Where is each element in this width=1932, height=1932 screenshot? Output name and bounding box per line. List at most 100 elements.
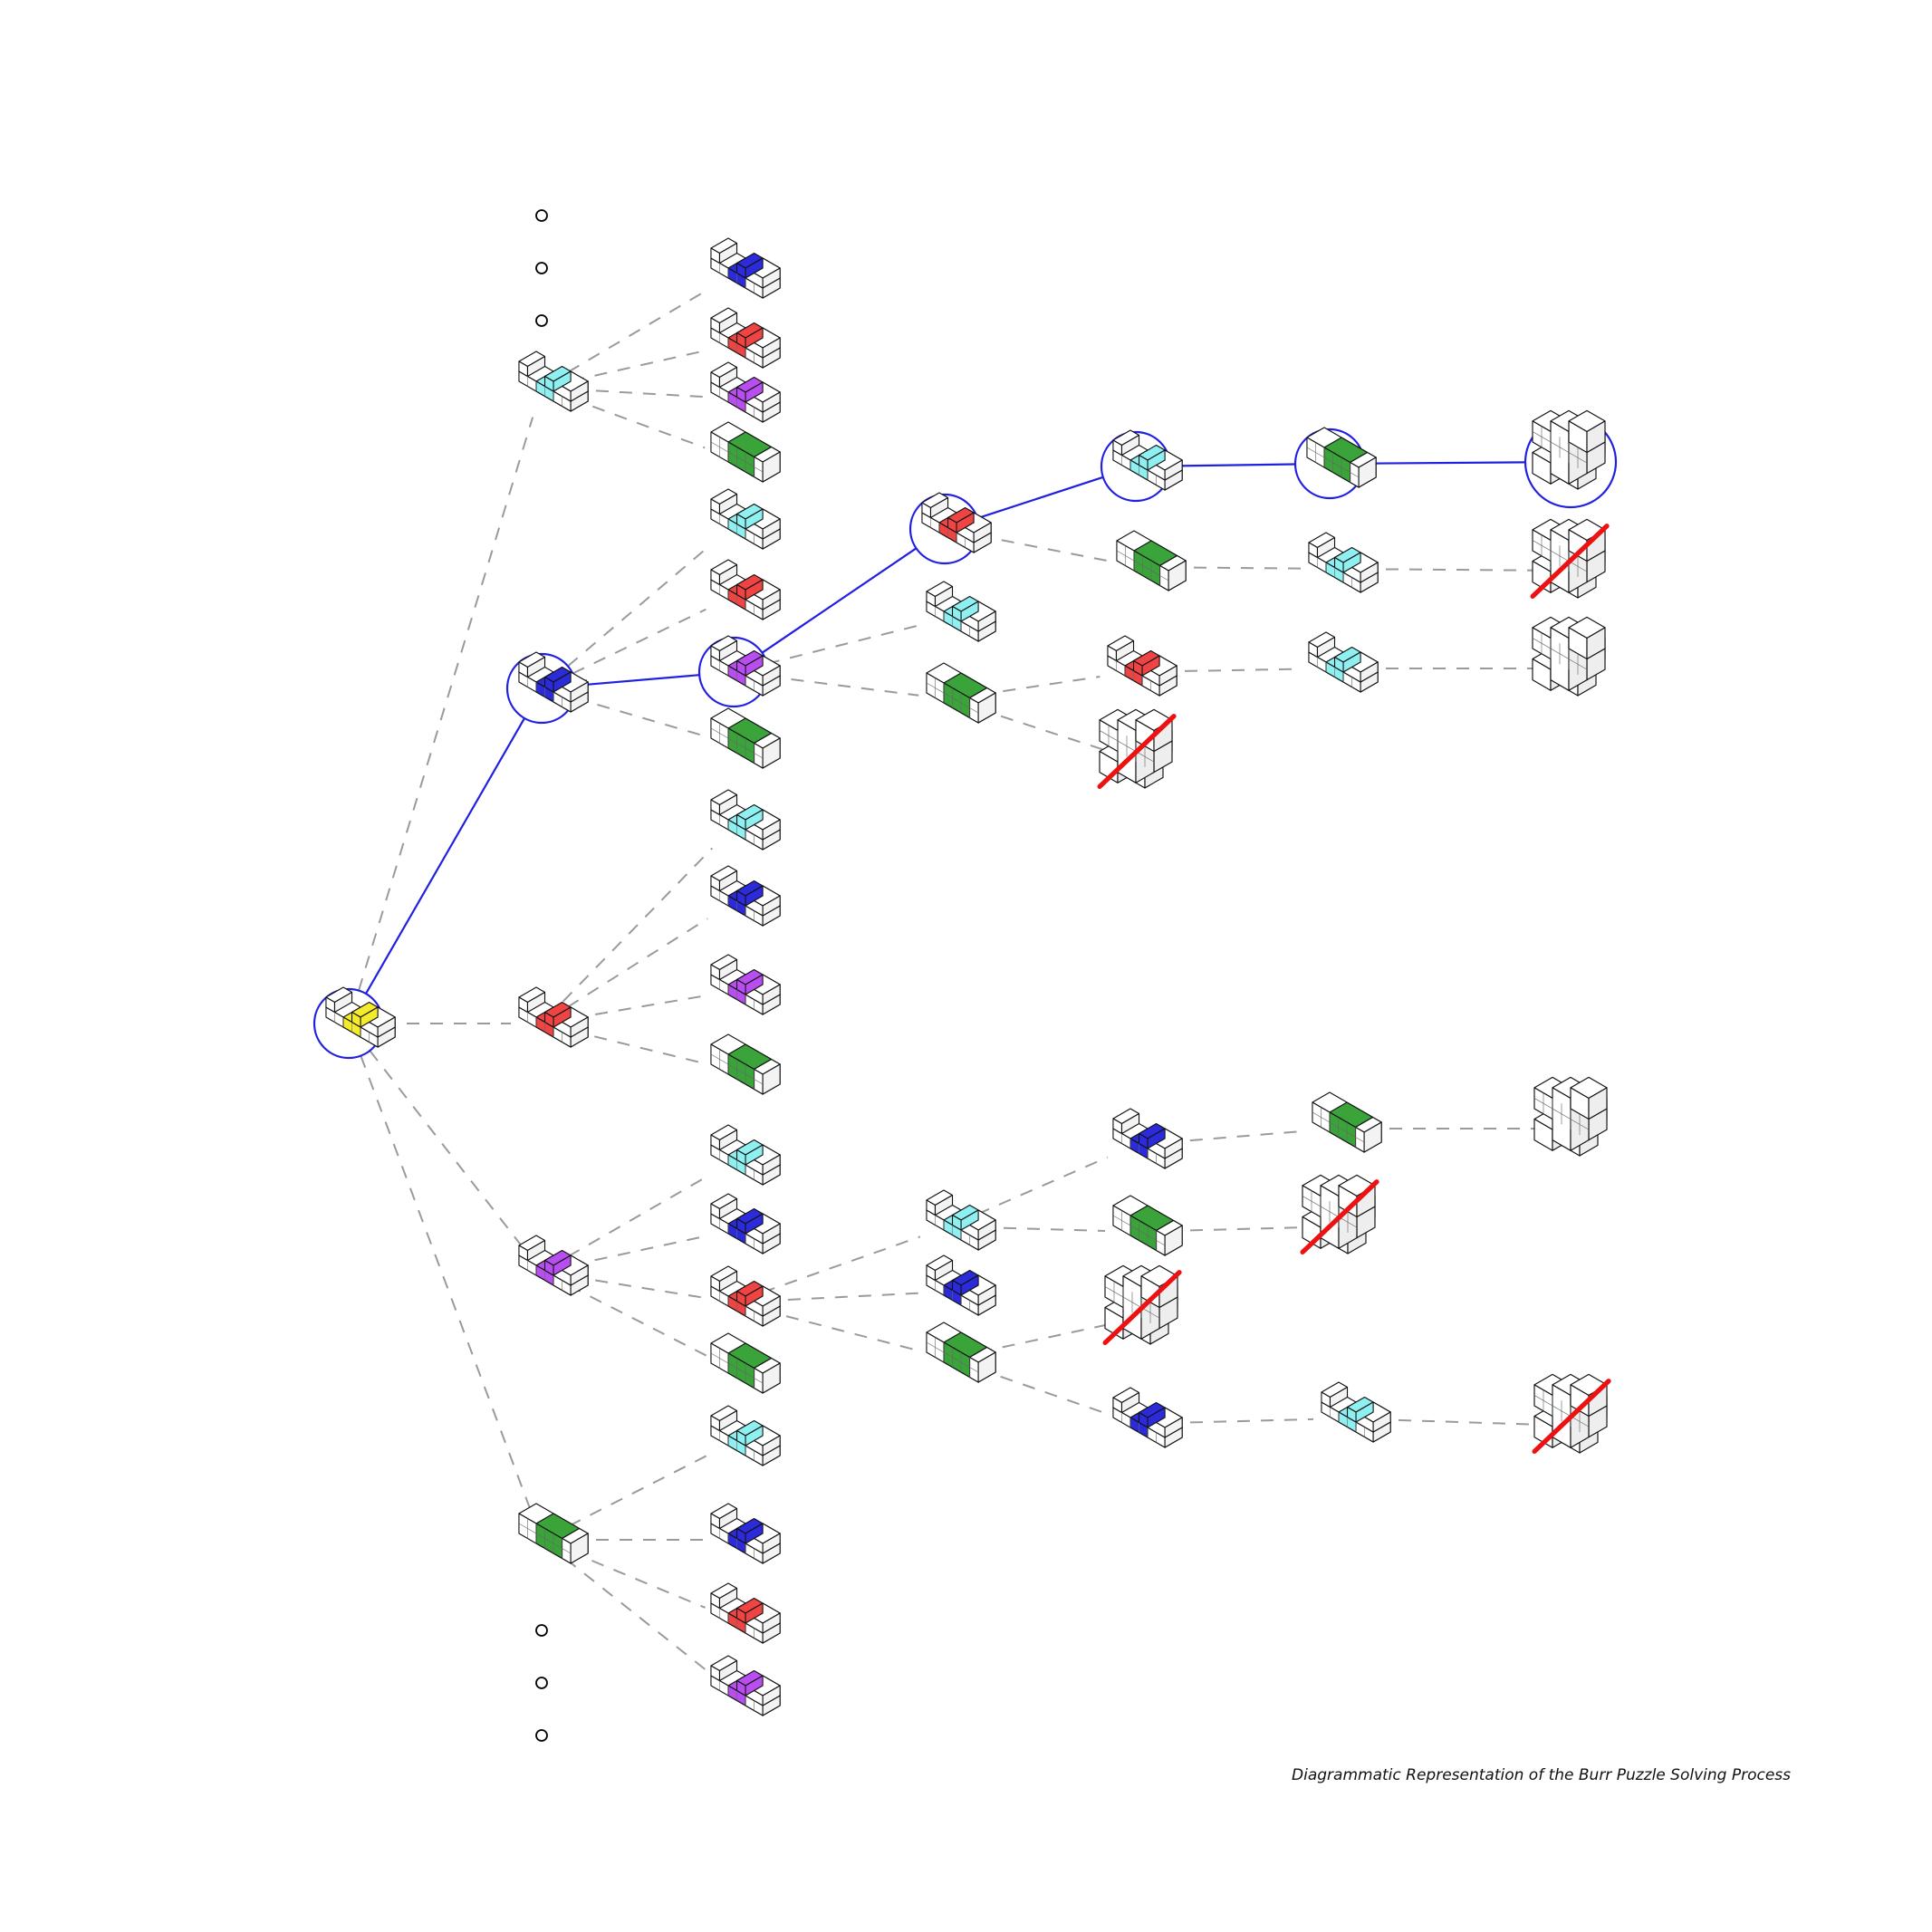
dashed-edge: [978, 707, 1109, 753]
burr-piece-icon: [926, 662, 996, 724]
piece-face: [1120, 1391, 1140, 1414]
dashed-edge: [567, 289, 708, 373]
failed-cross: [1530, 524, 1610, 600]
burr-piece-icon: [710, 1332, 781, 1394]
piece-face: [718, 1270, 738, 1293]
piece-face: [1316, 536, 1336, 559]
dashed-edge: [1374, 1418, 1543, 1426]
piece-face: [762, 1063, 781, 1095]
assembled-burr-icon: [1530, 518, 1610, 600]
burr-piece-icon: [710, 707, 781, 769]
assembled-burr-icon: [1097, 708, 1177, 790]
piece-face: [718, 639, 738, 662]
burr-piece-icon: [710, 1655, 781, 1716]
piece-face: [1147, 449, 1166, 471]
piece-face: [1120, 1112, 1140, 1135]
dashed-edge: [568, 1455, 707, 1527]
dashed-edge: [979, 1226, 1106, 1233]
piece-face: [762, 1612, 781, 1634]
dashed-edge: [764, 1292, 919, 1302]
dashed-edge: [572, 1235, 704, 1266]
dashed-edge: [1160, 668, 1302, 673]
piece-face: [718, 1409, 738, 1432]
piece-face: [570, 681, 589, 703]
burr-piece-icon: [710, 954, 781, 1015]
burr-piece-icon: [710, 1124, 781, 1186]
dashed-edge: [572, 608, 706, 675]
piece-face: [1164, 459, 1183, 481]
burr-piece-icon: [518, 351, 589, 412]
piece-face: [1360, 661, 1379, 683]
failed-cross: [1532, 1379, 1611, 1455]
burr-piece-icon: [710, 1405, 781, 1466]
piece-face: [1342, 552, 1361, 573]
piece-face: [762, 451, 781, 483]
burr-piece-icon: [518, 986, 589, 1048]
dashed-edge: [979, 1322, 1113, 1353]
burr-piece-icon: [1321, 1381, 1391, 1443]
piece-face: [718, 1197, 738, 1220]
piece-face: [762, 518, 781, 540]
solution-path-edge: [1363, 461, 1526, 465]
ellipsis-dot: [535, 1624, 548, 1637]
dashed-edge: [979, 676, 1101, 696]
ellipsis-dot: [535, 1729, 548, 1742]
piece-face: [934, 1194, 954, 1216]
piece-face: [745, 1523, 764, 1544]
burr-piece-icon: [1112, 1195, 1183, 1256]
dashed-edge: [978, 534, 1110, 562]
ellipsis-dot: [535, 314, 548, 327]
piece-face: [745, 327, 764, 349]
burr-piece-icon: [710, 488, 781, 550]
piece-face: [570, 1264, 589, 1286]
dashed-edge: [762, 1235, 921, 1293]
tree-edges: [358, 289, 1543, 1674]
dashed-edge: [767, 675, 919, 697]
piece-face: [1147, 1407, 1166, 1428]
dashed-edge: [570, 397, 706, 449]
piece-face: [570, 380, 589, 402]
solution-path-edge: [365, 717, 525, 995]
piece-face: [977, 1219, 996, 1241]
solution-path-edge: [976, 476, 1104, 520]
burr-piece-icon: [1116, 530, 1187, 591]
piece-face: [553, 1254, 572, 1276]
burr-piece-icon: [710, 1033, 781, 1095]
piece-face: [745, 257, 764, 279]
piece-face: [762, 895, 781, 917]
burr-piece-icon: [1112, 1108, 1183, 1169]
piece-face: [762, 391, 781, 413]
piece-face: [762, 589, 781, 610]
ellipsis-dot: [535, 1677, 548, 1689]
burr-piece-icon: [710, 1265, 781, 1327]
piece-face: [934, 585, 954, 608]
burr-piece-icon: [1112, 429, 1183, 491]
burr-piece-icon: [1306, 427, 1377, 488]
piece-face: [1329, 1386, 1349, 1408]
piece-face: [762, 337, 781, 359]
piece-face: [745, 1602, 764, 1624]
dashed-edge: [574, 697, 705, 737]
piece-face: [718, 493, 738, 515]
piece-face: [1355, 1401, 1374, 1423]
piece-face: [960, 601, 979, 622]
piece-face: [977, 1284, 996, 1306]
piece-face: [956, 512, 975, 533]
piece-face: [718, 958, 738, 981]
piece-face: [1586, 420, 1606, 454]
piece-face: [762, 737, 781, 769]
piece-face: [570, 1533, 589, 1564]
piece-face: [1164, 1417, 1183, 1438]
piece-face: [762, 1685, 781, 1706]
dashed-edge: [1169, 566, 1302, 570]
piece-face: [977, 692, 996, 724]
burr-piece-icon: [710, 1582, 781, 1644]
failed-cross: [1102, 1270, 1182, 1346]
piece-face: [570, 1016, 589, 1038]
burr-piece-icon: [518, 1503, 589, 1564]
piece-face: [762, 665, 781, 687]
burr-piece-icon: [1107, 635, 1177, 697]
dashed-edge: [570, 1551, 706, 1609]
dashed-edge: [567, 918, 708, 1008]
